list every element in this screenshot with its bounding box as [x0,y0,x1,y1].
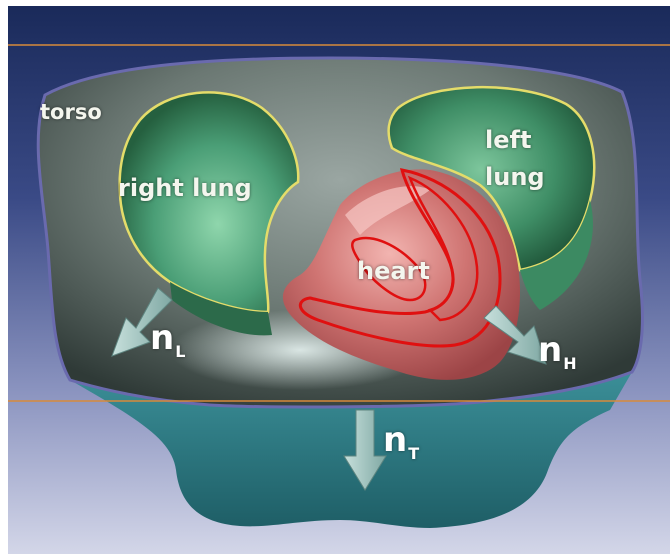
normal-heart-subscript: H [563,354,576,373]
normal-lung-symbol: n [150,318,174,358]
torso-label: torso [40,100,102,124]
normal-heart-label: nH [538,330,577,373]
left-lung-label: left lung [485,122,545,196]
normal-torso-symbol: n [383,420,407,460]
left-lung-label-line1: left [485,122,545,159]
normal-torso-subscript: T [408,444,419,463]
heart-label: heart [357,257,430,285]
normal-lung-label: nL [150,318,185,361]
left-lung-label-line2: lung [485,159,545,196]
right-lung-label: right lung [118,174,252,202]
normal-heart-symbol: n [538,330,562,370]
normal-lung-subscript: L [175,342,185,361]
normal-torso-label: nT [383,420,419,463]
